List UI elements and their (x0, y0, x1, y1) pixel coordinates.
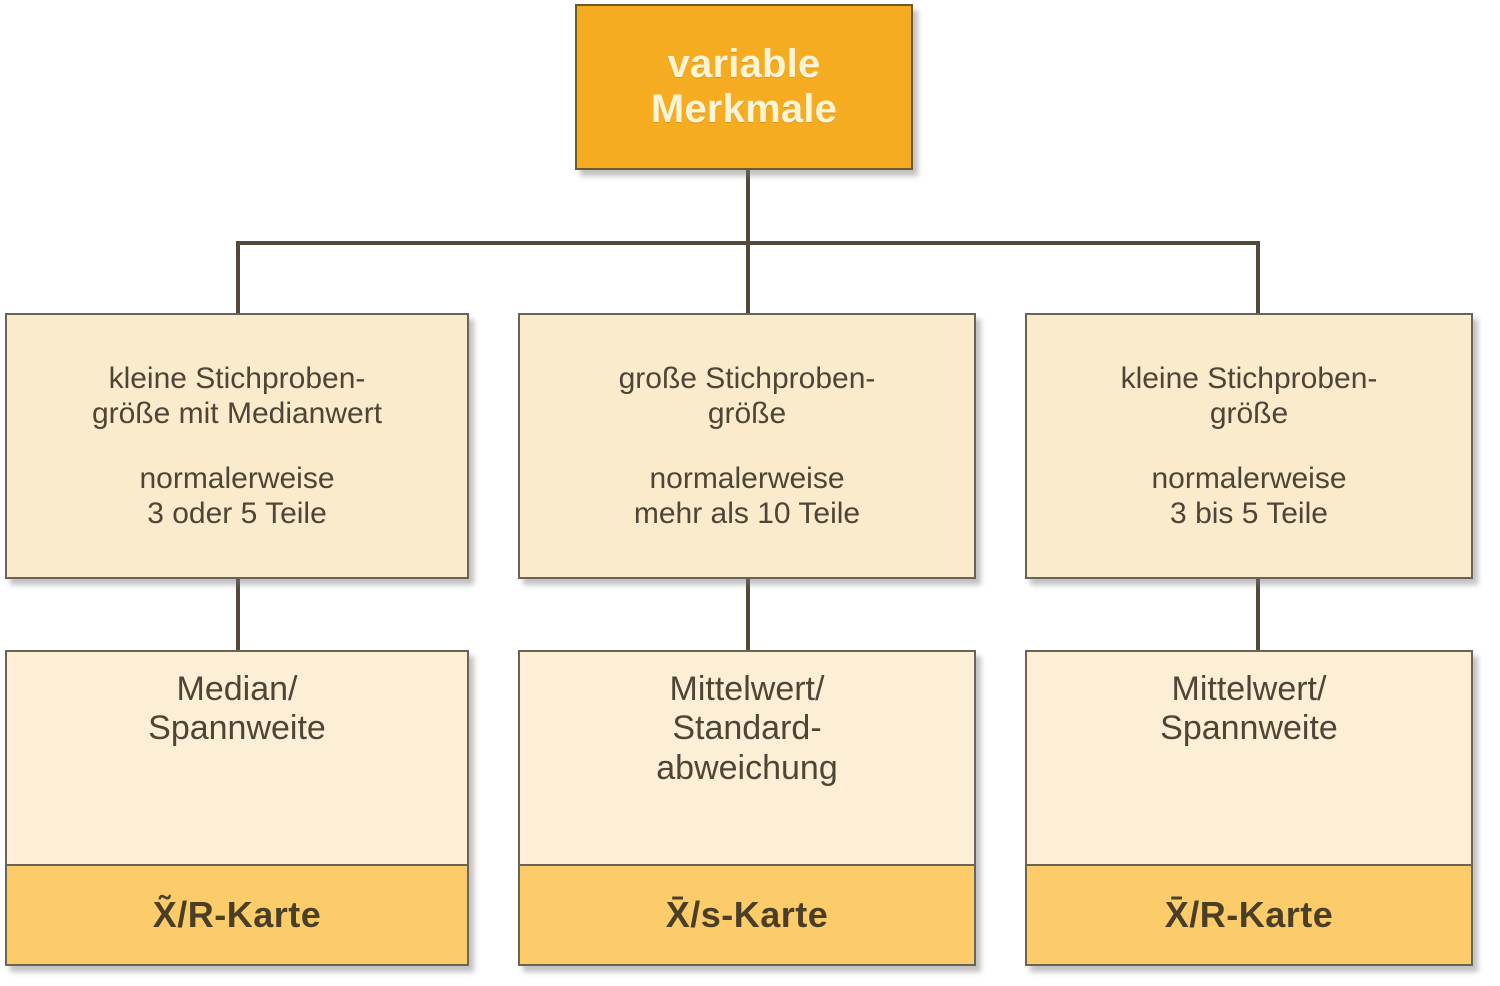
method-chart-footer[interactable]: X̃/R-Karte (7, 864, 467, 964)
node-method-median-range[interactable]: Median/ Spannweite X̃/R-Karte (5, 650, 469, 966)
node-method-mean-range[interactable]: Mittelwert/ Spannweite X̄/R-Karte (1025, 650, 1473, 966)
criteria-title: große Stichproben- größe (618, 361, 876, 430)
criteria-subtitle: normalerweise mehr als 10 Teile (633, 462, 861, 531)
node-root-label: variable Merkmale (650, 42, 838, 131)
criteria-title: kleine Stichproben- größe mit Medianwert (91, 361, 383, 430)
method-chart-label: X̄/R-Karte (1164, 894, 1334, 935)
method-chart-footer[interactable]: X̄/s-Karte (520, 864, 974, 964)
criteria-title: kleine Stichproben- größe (1120, 361, 1378, 430)
node-criteria-large-sample[interactable]: große Stichproben- größe normalerweise m… (518, 313, 976, 579)
method-label: Mittelwert/ Standard- abweichung (656, 670, 838, 787)
node-criteria-small-sample[interactable]: kleine Stichproben- größe normalerweise … (1025, 313, 1473, 579)
method-body: Mittelwert/ Standard- abweichung (520, 652, 974, 864)
method-label: Mittelwert/ Spannweite (1160, 670, 1338, 748)
method-chart-label: X̄/s-Karte (665, 894, 829, 935)
method-body: Mittelwert/ Spannweite (1027, 652, 1471, 864)
criteria-subtitle: normalerweise 3 bis 5 Teile (1151, 462, 1347, 531)
node-root-variable-merkmale[interactable]: variable Merkmale (575, 4, 913, 170)
node-method-mean-stddev[interactable]: Mittelwert/ Standard- abweichung X̄/s-Ka… (518, 650, 976, 966)
method-body: Median/ Spannweite (7, 652, 467, 864)
node-criteria-small-sample-median[interactable]: kleine Stichproben- größe mit Medianwert… (5, 313, 469, 579)
method-label: Median/ Spannweite (148, 670, 326, 748)
method-chart-footer[interactable]: X̄/R-Karte (1027, 864, 1471, 964)
method-chart-label: X̃/R-Karte (152, 894, 322, 935)
criteria-subtitle: normalerweise 3 oder 5 Teile (139, 462, 335, 531)
